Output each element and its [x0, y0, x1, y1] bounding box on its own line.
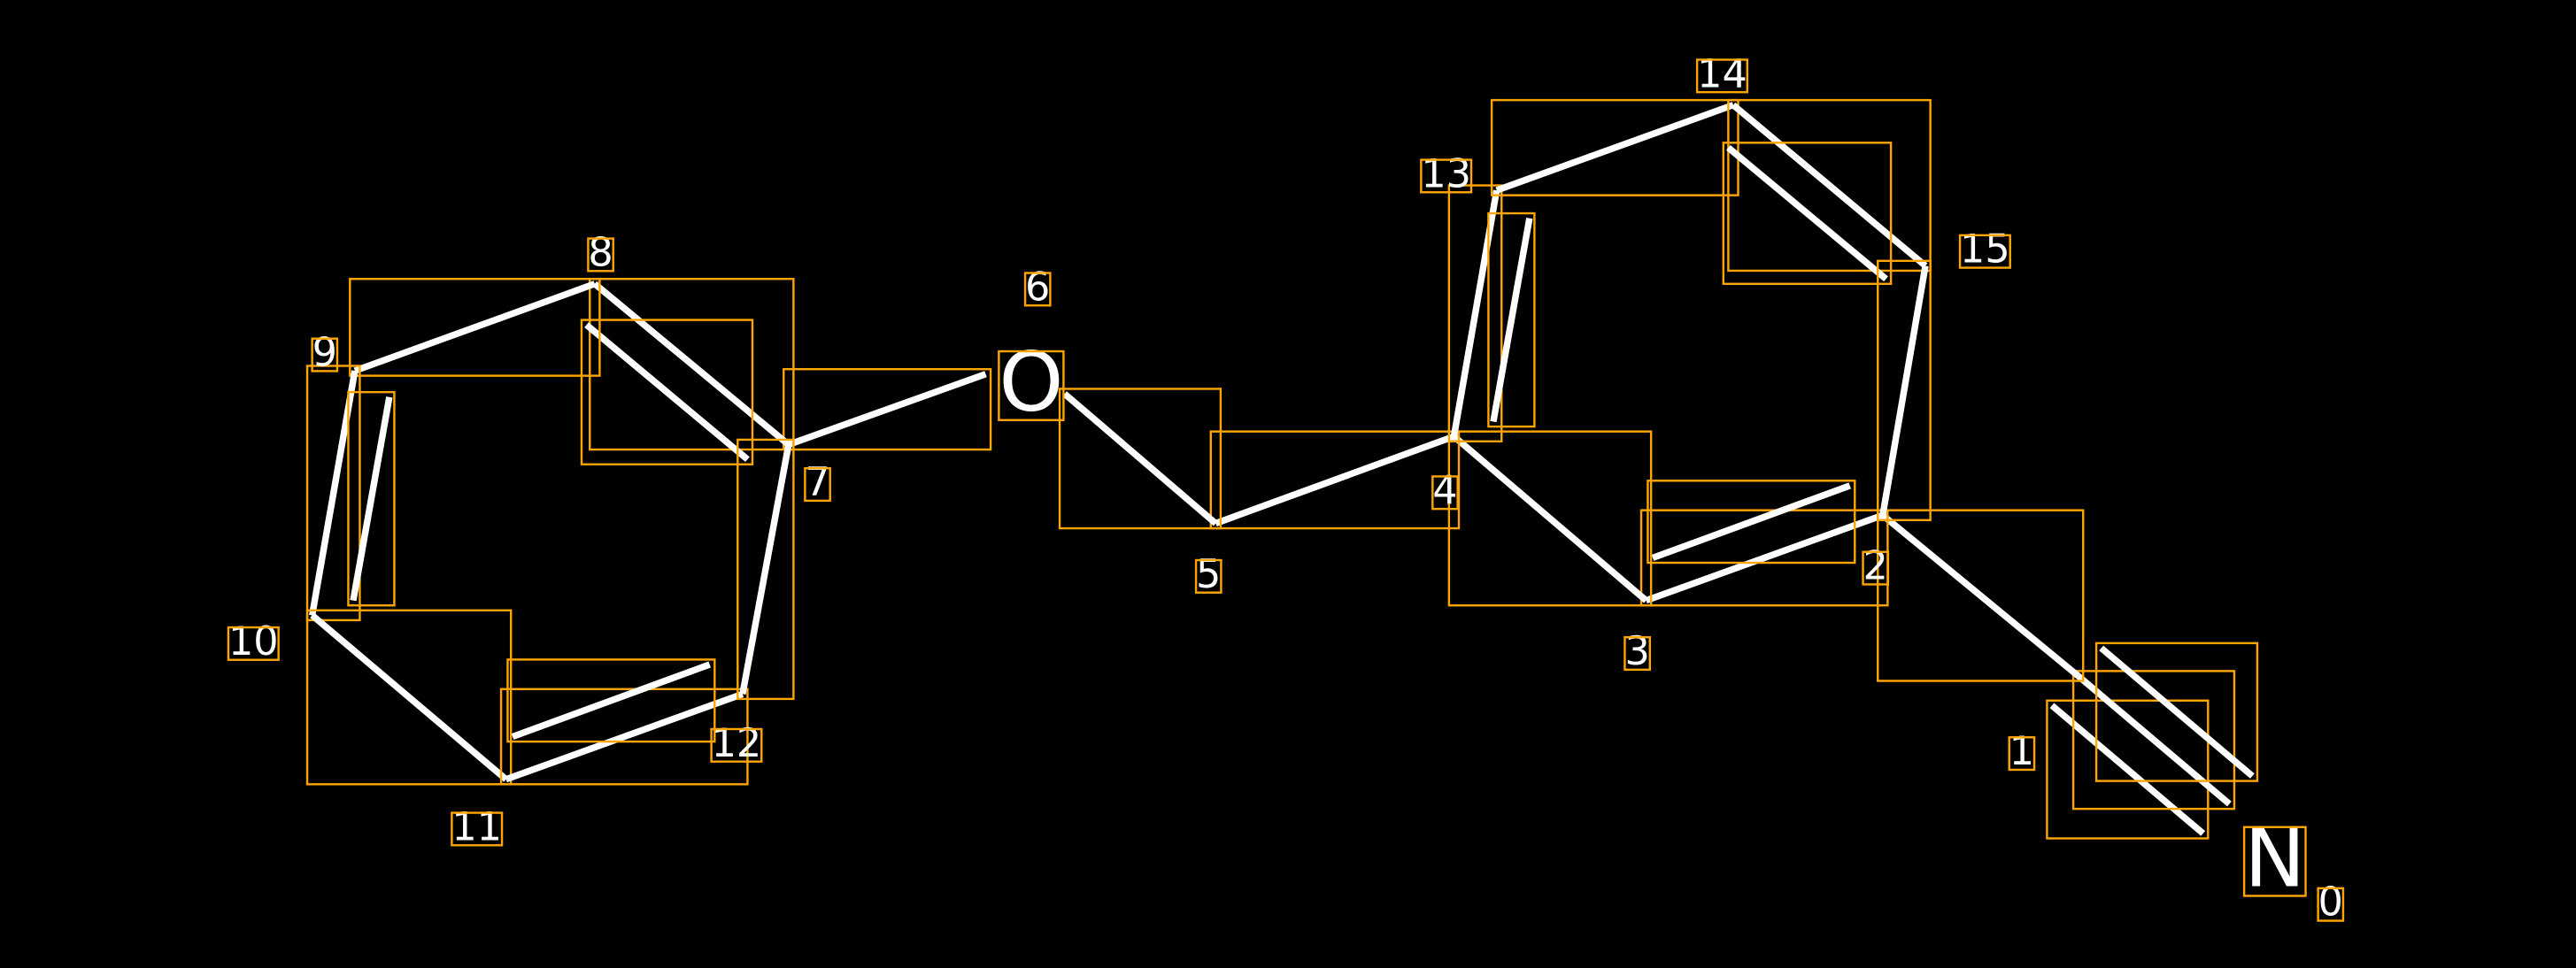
atom-index-0-bbox	[2317, 887, 2345, 922]
atom-index-13: 13	[1421, 151, 1471, 196]
bond-2-3-inner	[1651, 482, 1851, 561]
bond-10-11-bbox	[305, 609, 513, 786]
atom-index-12-bbox	[710, 727, 763, 763]
bond-7-8-inner-bbox	[580, 319, 754, 465]
bond-2-3-inner-bbox	[1647, 480, 1856, 565]
bond-2-3	[1645, 511, 1885, 604]
bond-7-8-bbox	[589, 278, 795, 451]
bond-12-7	[739, 443, 792, 695]
label-boxes-layer	[227, 58, 2345, 922]
atom-index-15-bbox	[1958, 234, 2011, 269]
bond-15-2	[1879, 265, 1929, 516]
atom-index-1: 1	[2009, 729, 2034, 774]
bond-9-10-inner-bbox	[347, 390, 396, 607]
bond-11-12-inner	[511, 661, 712, 741]
triple-bond-0-1-c	[2099, 645, 2255, 779]
atom-index-8-bbox	[587, 237, 614, 273]
bond-5-6	[1062, 391, 1218, 526]
bond-14-15-inner	[1725, 145, 1888, 282]
atom-index-14: 14	[1697, 51, 1747, 96]
atom-index-8: 8	[588, 230, 613, 275]
bond-14-15	[1731, 102, 1928, 269]
atom-index-6-bbox	[1023, 272, 1052, 307]
triple-bond-0-1-a-bbox	[2046, 699, 2210, 840]
atom-index-4: 4	[1432, 468, 1457, 513]
atom-index-10: 10	[228, 619, 279, 665]
atom-index-3: 3	[1624, 629, 1649, 674]
bond-13-14-bbox	[1490, 98, 1739, 196]
triple-bond-0-1-b	[2076, 673, 2232, 807]
bond-3-4	[1452, 434, 1648, 603]
bond-9-10-bbox	[305, 365, 361, 622]
atom-index-5-bbox	[1194, 558, 1222, 594]
bond-4-13-bbox	[1447, 184, 1503, 442]
atom-index-2: 2	[1863, 544, 1888, 589]
atom-symbol-O: O	[999, 334, 1063, 430]
atom-index-7-bbox	[804, 466, 831, 503]
bond-5-6-bbox	[1058, 388, 1222, 530]
triple-bond-0-1-c-bbox	[2094, 641, 2259, 782]
bond-4-5	[1215, 433, 1455, 526]
bond-8-9	[353, 280, 597, 374]
triple-bond-0-1-b-bbox	[2071, 670, 2236, 811]
bond-3-4-bbox	[1447, 430, 1653, 607]
atom-index-9-bbox	[311, 337, 339, 373]
atom-index-15: 15	[1960, 227, 2010, 273]
atom-symbol-N: N	[2244, 810, 2305, 905]
bonds-layer	[305, 98, 2259, 840]
bond-6-7	[787, 371, 987, 448]
atom-index-12: 12	[712, 721, 762, 766]
bond-4-13-inner	[1490, 217, 1533, 423]
bond-8-9-bbox	[349, 278, 601, 377]
bond-14-15-inner-bbox	[1722, 142, 1893, 285]
atom-index-11: 11	[451, 804, 502, 849]
atom-index-0: 0	[2318, 880, 2343, 926]
bond-14-15-bbox	[1727, 98, 1932, 273]
atom-index-2-bbox	[1862, 550, 1890, 586]
bond-11-12-bbox	[499, 688, 749, 786]
atom-index-6: 6	[1025, 265, 1050, 310]
triple-bond-0-1-a	[2049, 703, 2206, 836]
bond-11-12	[505, 690, 744, 783]
atom-index-4-bbox	[1431, 475, 1459, 511]
labels-layer: N O 0 1 2 3 4 5 6 7 8 9 10 11 12 13 14 1…	[228, 51, 2343, 925]
atom-index-3-bbox	[1623, 635, 1651, 672]
bond-9-10-inner	[350, 396, 393, 602]
atom-index-9: 9	[312, 331, 337, 376]
atom-index-1-bbox	[2008, 736, 2036, 772]
atom-index-7: 7	[805, 460, 829, 505]
bond-4-13-inner-bbox	[1487, 211, 1536, 428]
bond-15-2-bbox	[1877, 259, 1932, 521]
bond-13-14	[1495, 102, 1735, 194]
bond-1-2-bbox	[1877, 509, 2085, 682]
atom-symbol-O-bbox	[998, 350, 1065, 421]
bond-11-12-inner-bbox	[506, 658, 716, 743]
bond-12-7-bbox	[737, 438, 795, 701]
bond-4-5-bbox	[1209, 430, 1461, 530]
atom-index-10-bbox	[227, 626, 280, 661]
atom-index-14-bbox	[1695, 58, 1748, 94]
bond-7-8-inner	[584, 322, 750, 463]
atom-index-5: 5	[1196, 552, 1221, 597]
bond-10-11	[310, 612, 509, 782]
atom-index-13-bbox	[1420, 158, 1473, 194]
bond-6-7-bbox	[783, 367, 992, 451]
bond-7-8	[592, 280, 791, 448]
atom-index-11-bbox	[451, 811, 504, 847]
bond-4-13	[1450, 189, 1500, 437]
bond-1-2	[1880, 512, 2081, 679]
atom-symbol-N-bbox	[2242, 826, 2307, 897]
